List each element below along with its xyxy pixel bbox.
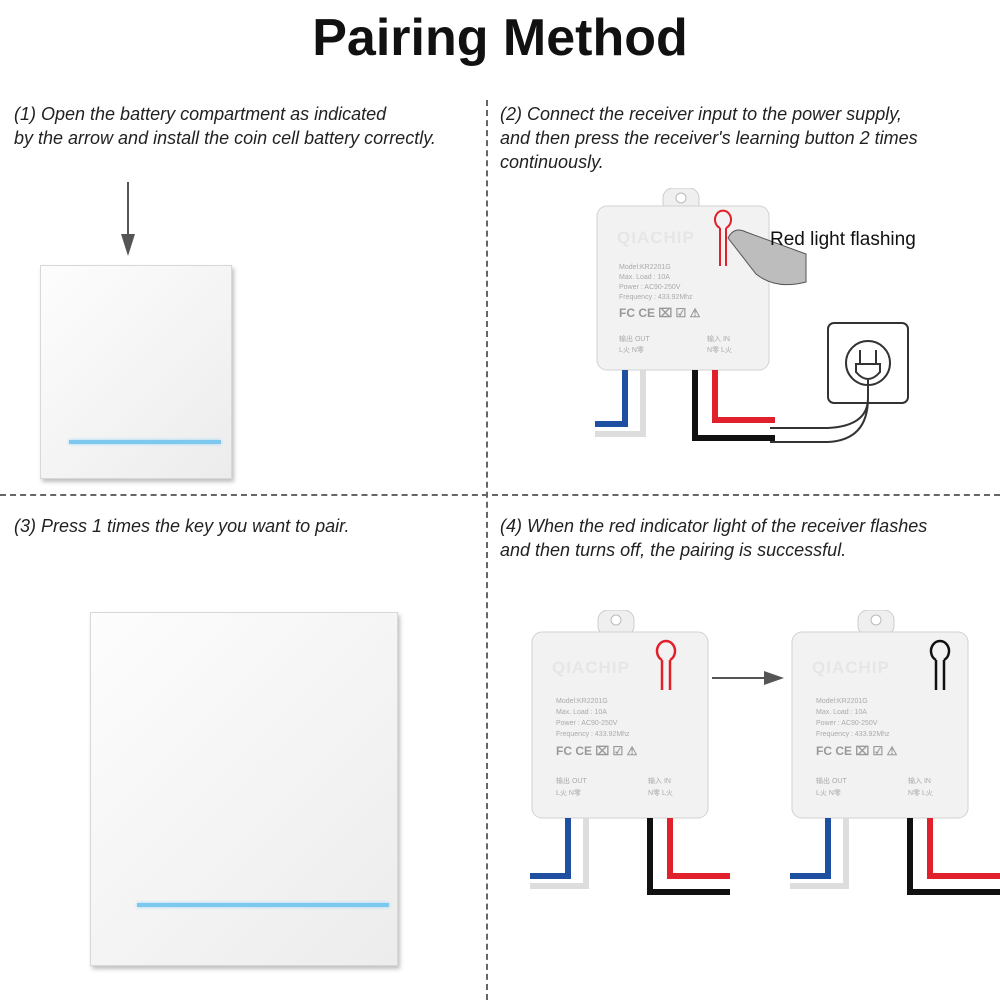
- output-label: 输出 OUT: [619, 336, 650, 343]
- receiver-paired: QIACHIP Model:KR2201G Max. Load : 10A Po…: [790, 610, 1000, 895]
- step-1-text: (1) Open the battery compartment as indi…: [14, 102, 436, 150]
- step-3-text: (3) Press 1 times the key you want to pa…: [14, 514, 349, 538]
- output-pins: L火 N零: [816, 790, 841, 797]
- step-4-text: (4) When the red indicator light of the …: [500, 514, 927, 562]
- step-4-line: and then turns off, the pairing is succe…: [500, 540, 847, 560]
- page-title: Pairing Method: [312, 9, 688, 67]
- output-label: 输出 OUT: [556, 778, 587, 785]
- step-2-text: (2) Connect the receiver input to the po…: [500, 102, 918, 174]
- receiver-body-and-wires: [530, 610, 730, 895]
- step-1-line: (1) Open the battery compartment as indi…: [14, 104, 387, 124]
- spec-load: Max. Load : 10A: [556, 709, 607, 716]
- spec-frequency: Frequency : 433.92Mhz: [816, 731, 890, 738]
- step-1-line: by the arrow and install the coin cell b…: [14, 128, 436, 148]
- certification-marks: FC CE ⌧ ☑ ⚠: [619, 306, 701, 320]
- spec-model: Model:KR2201G: [619, 264, 671, 271]
- wall-switch-large: [90, 612, 398, 966]
- receiver-module: QIACHIP Model:KR2201G Max. Load : 10A Po…: [595, 188, 775, 448]
- output-label: 输出 OUT: [816, 778, 847, 785]
- spec-power: Power : AC90-250V: [556, 720, 618, 727]
- vertical-divider: [486, 100, 488, 1000]
- right-arrow-icon: [712, 671, 784, 685]
- spec-frequency: Frequency : 433.92Mhz: [619, 294, 693, 301]
- wall-switch-small: [40, 265, 232, 479]
- brand-watermark: QIACHIP: [552, 658, 630, 677]
- spec-power: Power : AC90-250V: [619, 284, 681, 291]
- receiver-body-and-wires: [790, 610, 1000, 895]
- step-3-line: (3) Press 1 times the key you want to pa…: [14, 516, 350, 536]
- output-pins: L火 N零: [556, 790, 581, 797]
- power-outlet-icon: [770, 322, 909, 443]
- switch-led-strip: [137, 903, 389, 907]
- down-arrow-icon: [121, 182, 135, 256]
- spec-frequency: Frequency : 433.92Mhz: [556, 731, 630, 738]
- spec-load: Max. Load : 10A: [816, 709, 867, 716]
- step-2-line: (2) Connect the receiver input to the po…: [500, 104, 902, 124]
- certification-marks: FC CE ⌧ ☑ ⚠: [556, 744, 638, 758]
- input-pins: N零 L火: [707, 347, 732, 354]
- input-label: 输入 IN: [648, 778, 671, 785]
- spec-model: Model:KR2201G: [556, 698, 608, 705]
- certification-marks: FC CE ⌧ ☑ ⚠: [816, 744, 898, 758]
- receiver-flashing: QIACHIP Model:KR2201G Max. Load : 10A Po…: [530, 610, 730, 895]
- input-pins: N零 L火: [648, 790, 673, 797]
- spec-power: Power : AC90-250V: [816, 720, 878, 727]
- red-light-flashing-label: Red light flashing: [770, 229, 916, 250]
- step-2-line: continuously.: [500, 152, 604, 172]
- step-2-line: and then press the receiver's learning b…: [500, 128, 918, 148]
- spec-model: Model:KR2201G: [816, 698, 868, 705]
- input-label: 输入 IN: [908, 778, 931, 785]
- brand-watermark: QIACHIP: [812, 658, 890, 677]
- step-4-line: (4) When the red indicator light of the …: [500, 516, 928, 536]
- brand-watermark: QIACHIP: [617, 228, 695, 247]
- horizontal-divider: [0, 494, 1000, 496]
- input-pins: N零 L火: [908, 790, 933, 797]
- spec-load: Max. Load : 10A: [619, 274, 670, 281]
- output-pins: L火 N零: [619, 347, 644, 354]
- finger-icon: [727, 229, 807, 286]
- receiver-body-and-wires: [595, 188, 775, 441]
- input-label: 输入 IN: [707, 336, 730, 343]
- switch-led-strip: [69, 440, 221, 444]
